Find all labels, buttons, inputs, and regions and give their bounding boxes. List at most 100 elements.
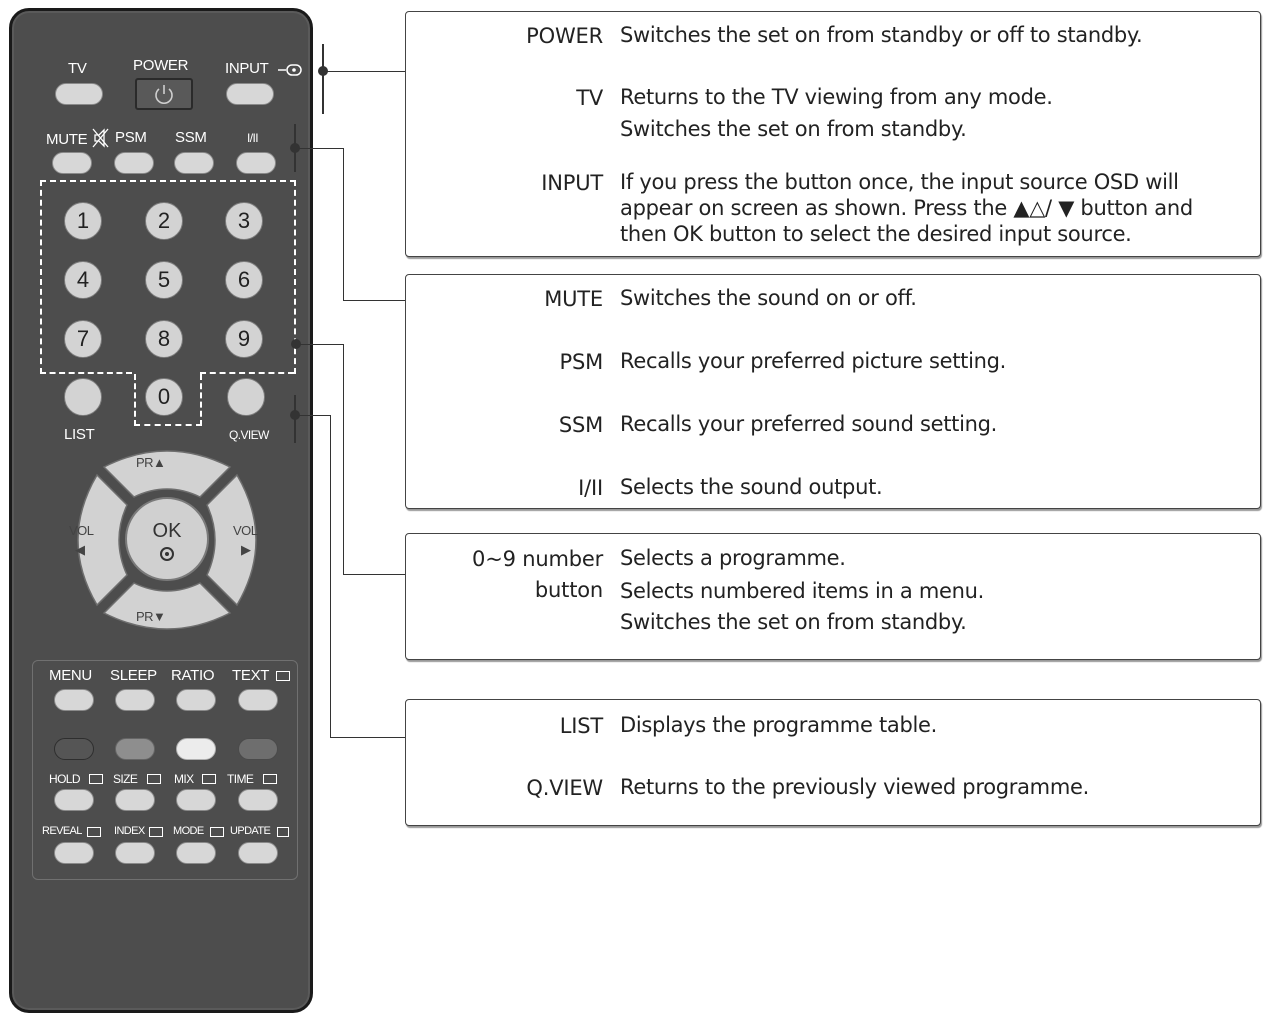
color-button-2[interactable] [115,738,155,760]
menu-label: MENU [49,667,92,684]
pr-up-button[interactable] [102,450,232,498]
term-qview: Q.VIEW [526,776,603,800]
number-6-button[interactable]: 6 [225,261,263,299]
pr-down-button[interactable] [102,582,232,630]
desc-tv-1: Returns to the TV viewing from any mode. [620,85,1053,109]
ssm-button[interactable] [174,152,214,174]
number-2-button[interactable]: 2 [145,202,183,240]
connector-box4-v [330,415,331,738]
list-button[interactable] [64,378,102,416]
number-pad-outline-right [200,372,294,374]
connector-box4-h1 [295,415,331,416]
ok-label: OK [152,520,182,542]
reveal-label: REVEAL [42,825,82,837]
vol-left-label: VOL [69,523,94,538]
index-button[interactable] [115,842,155,864]
text-icon [276,671,290,681]
callout-box-mute-psm-ssm [405,274,1261,509]
mix-button[interactable] [176,789,216,811]
hold-icon [89,774,103,784]
color-button-4[interactable] [238,738,278,760]
mode-button[interactable] [176,842,216,864]
tv-button[interactable] [55,83,103,105]
vol-left-button[interactable] [77,473,128,607]
connector-dot-2 [290,143,300,153]
time-icon [263,774,277,784]
number-8-button[interactable]: 8 [145,320,183,358]
power-button[interactable] [135,78,193,110]
desc-input-3: then OK button to select the desired inp… [620,222,1132,246]
number-7-button[interactable]: 7 [64,320,102,358]
connector-box2-h1 [295,148,344,149]
desc-i-ii: Selects the sound output. [620,475,883,499]
power-label: POWER [133,57,189,74]
reveal-icon [87,827,101,837]
vol-right-button[interactable] [206,473,257,607]
index-label: INDEX [114,825,145,837]
number-0-button[interactable]: 0 [145,378,183,416]
desc-input-1: If you press the button once, the input … [620,170,1179,194]
tv-label: TV [68,60,87,77]
ssm-label: SSM [175,129,207,146]
desc-tv-2: Switches the set on from standby. [620,117,967,141]
psm-label: PSM [115,129,147,146]
number-4-button[interactable]: 4 [64,261,102,299]
menu-button[interactable] [54,689,94,711]
number-3-button[interactable]: 3 [225,202,263,240]
input-button[interactable] [226,83,274,105]
size-button[interactable] [115,789,155,811]
input-label: INPUT [225,60,269,77]
mode-label: MODE [173,825,204,837]
reveal-button[interactable] [54,842,94,864]
update-icon [277,827,289,837]
color-button-1[interactable] [54,738,94,760]
i-ii-button[interactable] [236,152,276,174]
size-label: SIZE [113,772,138,786]
hold-button[interactable] [54,789,94,811]
desc-power: Switches the set on from standby or off … [620,23,1143,47]
connector-dot-3 [291,339,301,349]
size-icon [147,774,161,784]
ratio-button[interactable] [176,689,216,711]
power-icon [155,85,173,104]
mute-icon [92,128,109,148]
connector-box2-v [343,148,344,301]
mix-label: MIX [174,772,194,786]
ok-button[interactable] [125,497,209,581]
sleep-button[interactable] [115,689,155,711]
hold-label: HOLD [49,772,81,786]
term-list: LIST [559,714,603,738]
desc-qview: Returns to the previously viewed program… [620,775,1089,799]
time-button[interactable] [238,789,278,811]
time-label: TIME [227,772,254,786]
vol-left-arrow-icon: ◀ [75,542,85,557]
connector-box3-h1 [296,344,344,345]
vol-right-label: VOL [233,523,258,538]
mute-button[interactable] [52,152,92,174]
connector-box3-v [343,344,344,575]
term-ssm: SSM [558,413,603,437]
psm-button[interactable] [114,152,154,174]
number-9-button[interactable]: 9 [225,320,263,358]
term-tv: TV [576,86,603,110]
update-label: UPDATE [230,825,271,837]
zero-button-outline [134,374,202,426]
index-icon [149,827,163,837]
number-1-button[interactable]: 1 [64,202,102,240]
connector-box4-h2 [330,737,405,738]
connector-box3-h2 [343,574,405,575]
ok-dot-icon [160,547,174,561]
connector-box2-h2 [343,300,405,301]
text-button[interactable] [238,689,278,711]
desc-number-2: Selects numbered items in a menu. [620,579,985,603]
sleep-label: SLEEP [110,667,157,684]
connector-dot-4 [290,410,300,420]
qview-button[interactable] [227,378,265,416]
term-i-ii: I/II [578,476,603,500]
pr-down-label: PR▼ [136,609,166,624]
number-5-button[interactable]: 5 [145,261,183,299]
color-button-3[interactable] [176,738,216,760]
pr-up-label: PR▲ [136,455,166,470]
update-button[interactable] [238,842,278,864]
